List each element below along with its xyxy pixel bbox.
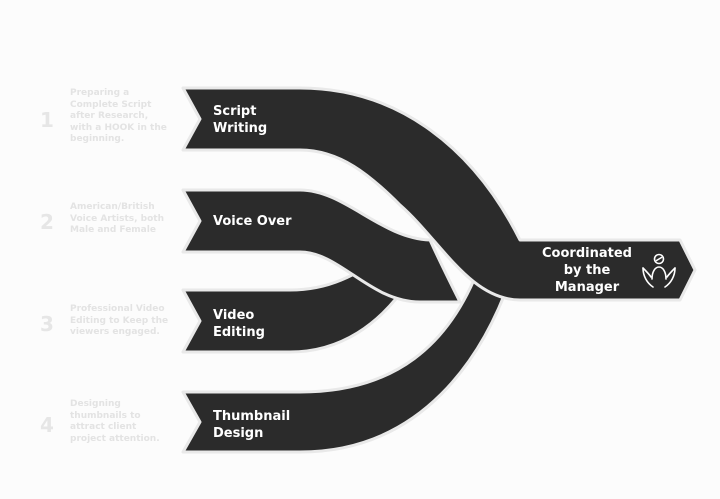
- manager-hands-icon: [642, 253, 676, 288]
- step-number-1: 1: [40, 108, 54, 132]
- hub-label: Coordinated by the Manager: [542, 246, 632, 295]
- step-number-2: 2: [40, 210, 54, 234]
- step-label-thumbnail-design: Thumbnail Design: [213, 409, 291, 441]
- step-label-video-editing: Video Editing: [213, 308, 265, 340]
- step-description-1: Preparing a Complete Script after Resear…: [70, 88, 167, 144]
- band-voice-over: [181, 188, 462, 304]
- step-label-script-writing: Script Writing: [213, 104, 268, 136]
- step-number-4: 4: [40, 413, 54, 437]
- step-description-2: American/British Voice Artists, both Mal…: [70, 202, 165, 235]
- step-label-voice-over: Voice Over: [213, 214, 292, 229]
- step-description-4: Designing thumbnails to attract client p…: [70, 399, 160, 444]
- step-description-3: Professional Video Editing to Keep the v…: [70, 304, 169, 337]
- step-number-3: 3: [40, 312, 54, 336]
- band-script-writing: [181, 86, 697, 302]
